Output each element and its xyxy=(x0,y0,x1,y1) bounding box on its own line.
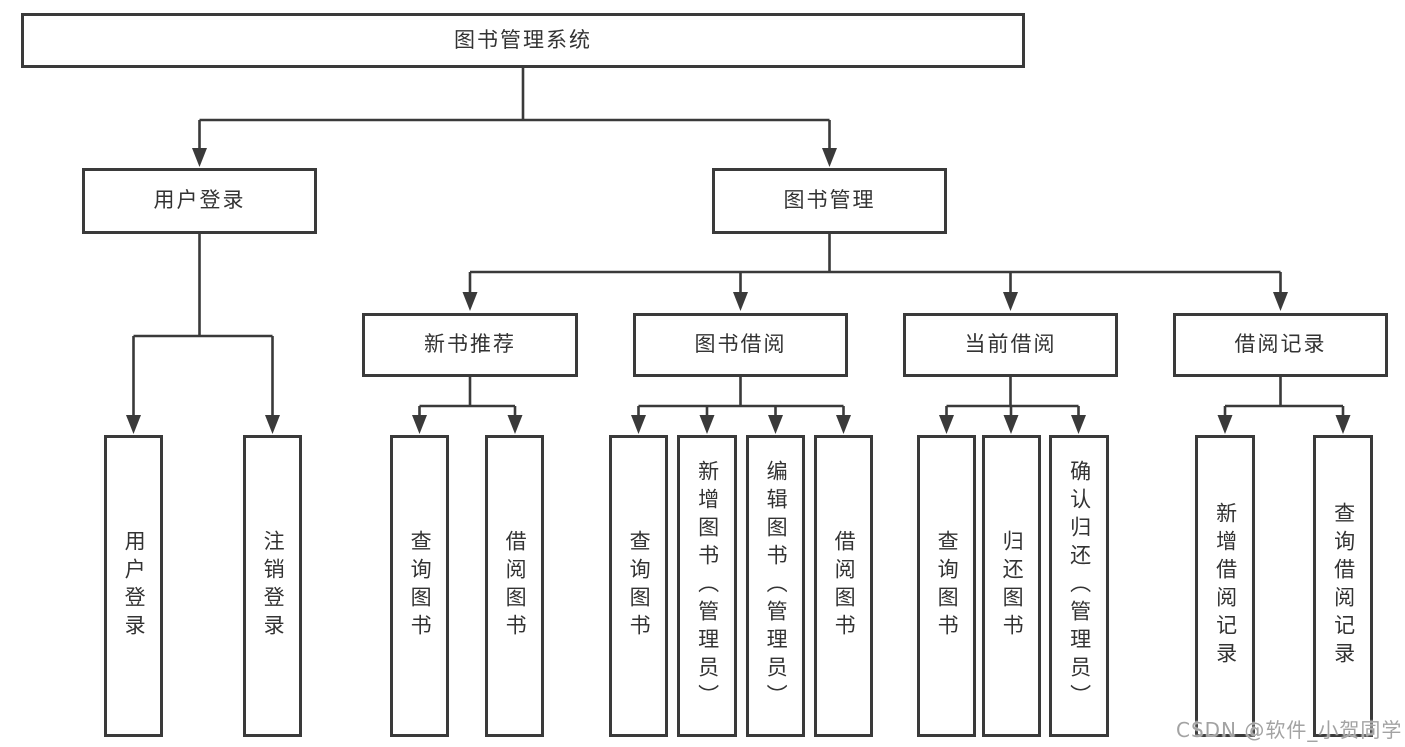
arrow-down-icon xyxy=(192,148,207,167)
leaf-confirm-return-admin: 确认归还（管理员） xyxy=(1049,435,1109,737)
arrow-down-icon xyxy=(1003,415,1019,434)
leaf-logout-login: 注销登录 xyxy=(243,435,302,737)
arrow-down-icon xyxy=(412,415,427,434)
arrow-down-icon xyxy=(1003,292,1018,311)
arrow-down-icon xyxy=(733,292,748,311)
node-new-book-recommendation: 新书推荐 xyxy=(362,313,578,377)
leaf-query-books-borrowing: 查询图书 xyxy=(609,435,668,737)
connector-book-management-to-level3 xyxy=(462,234,1288,311)
arrow-down-icon xyxy=(265,415,280,434)
arrow-down-icon xyxy=(699,415,715,434)
arrow-down-icon xyxy=(126,415,141,434)
connector-current-borrowing-to-leaves xyxy=(939,377,1086,434)
node-borrowing-records: 借阅记录 xyxy=(1173,313,1388,377)
arrow-down-icon xyxy=(939,415,954,434)
node-book-borrowing: 图书借阅 xyxy=(633,313,848,377)
connector-new-book-recommendation-to-leaves xyxy=(412,377,523,434)
arrow-down-icon xyxy=(1071,415,1086,434)
arrow-down-icon xyxy=(462,292,478,311)
leaf-add-books-admin: 新增图书（管理员） xyxy=(677,435,737,737)
leaf-borrow-books-recommend: 借阅图书 xyxy=(485,435,544,737)
connector-book-borrowing-to-leaves xyxy=(631,377,851,434)
arrow-down-icon xyxy=(1217,415,1233,434)
leaf-borrow-books-borrowing: 借阅图书 xyxy=(814,435,873,737)
connector-root-to-level2 xyxy=(192,68,837,167)
connector-user-login-to-leaves xyxy=(126,234,280,434)
arrow-down-icon xyxy=(822,148,837,167)
arrow-down-icon xyxy=(836,415,851,434)
leaf-return-books: 归还图书 xyxy=(982,435,1041,737)
watermark-text: CSDN @软件_小贺同学 xyxy=(1176,718,1403,742)
leaf-query-books-current: 查询图书 xyxy=(917,435,976,737)
leaf-add-borrow-record: 新增借阅记录 xyxy=(1195,435,1255,737)
node-book-management: 图书管理 xyxy=(712,168,947,234)
leaf-user-login: 用户登录 xyxy=(104,435,163,737)
connector-borrowing-records-to-leaves xyxy=(1217,377,1351,434)
leaf-edit-books-admin: 编辑图书（管理员） xyxy=(746,435,805,737)
node-library-management-system: 图书管理系统 xyxy=(21,13,1025,68)
arrow-down-icon xyxy=(631,415,646,434)
leaf-query-borrow-record: 查询借阅记录 xyxy=(1313,435,1373,737)
arrow-down-icon xyxy=(507,415,523,434)
arrow-down-icon xyxy=(768,415,783,434)
node-user-login: 用户登录 xyxy=(82,168,317,234)
node-current-borrowing: 当前借阅 xyxy=(903,313,1118,377)
leaf-query-books-recommend: 查询图书 xyxy=(390,435,449,737)
arrow-down-icon xyxy=(1335,415,1351,434)
arrow-down-icon xyxy=(1273,292,1288,311)
